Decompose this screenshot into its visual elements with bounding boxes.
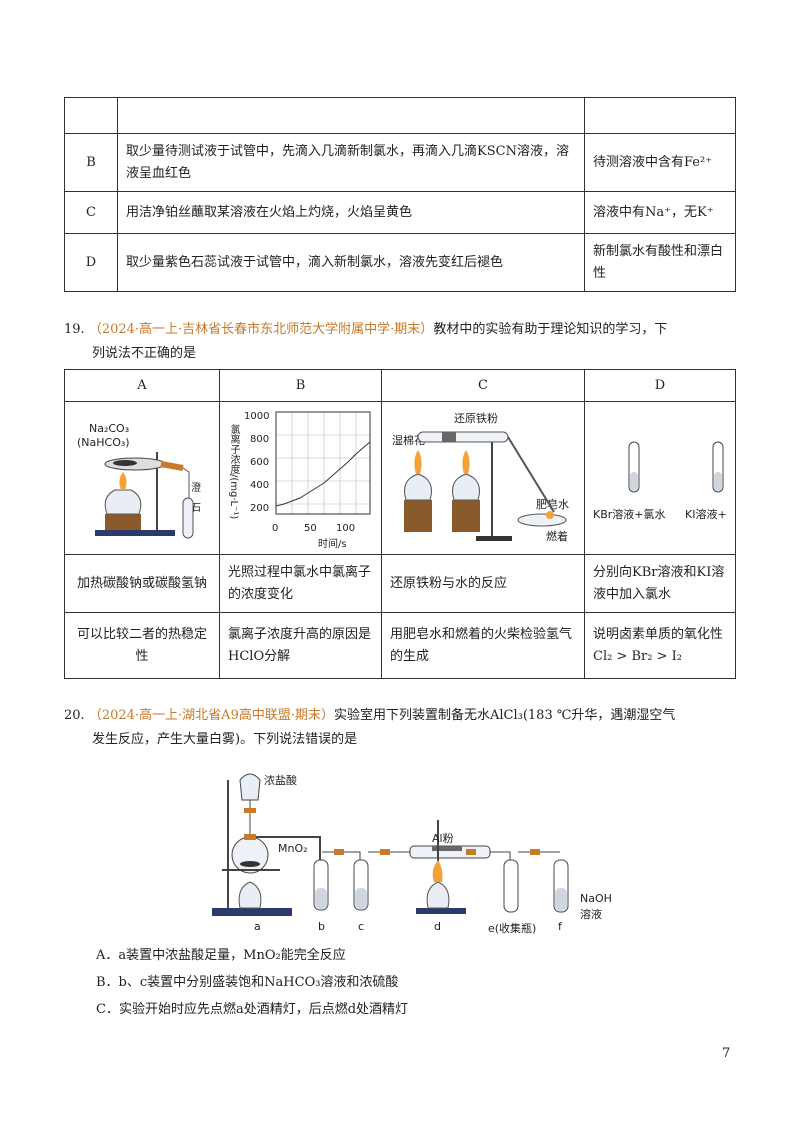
question-stem-cont: 发生反应，产生大量白雾)。下列说法错误的是 (92, 732, 358, 747)
concl-a: 可以比较二者的热稳定性 (64, 612, 220, 679)
figure-d-cell: KBr溶液+氯水 KI溶液+ (584, 401, 736, 555)
col-header-a: A (64, 369, 220, 402)
row-label: B (64, 133, 118, 192)
question-source: （2024·高一上·吉林省长春市东北师范大学附属中学·期末） (88, 322, 434, 337)
option-c: C．实验开始时应先点燃a处酒精灯，后点燃d处酒精灯 (96, 1002, 409, 1017)
question-19: 19. （2024·高一上·吉林省长春市东北师范大学附属中学·期末）教材中的实验… (64, 318, 744, 366)
col-header-d: D (584, 369, 736, 402)
fig-label-naoh: NaOH (580, 892, 612, 905)
row-conclusion (584, 97, 736, 134)
row-label: C (64, 191, 118, 234)
fig-b-ytick: 600 (250, 457, 270, 468)
fig-a-label1: Na₂CO₃ (89, 422, 130, 435)
row-operation: 取少量紫色石蕊试液于试管中，滴入新制氯水，溶液先变红后褪色 (117, 233, 585, 292)
row-operation: 用洁净铂丝蘸取某溶液在火焰上灼烧，火焰呈黄色 (117, 191, 585, 234)
table-header-row: A B C D (64, 369, 736, 402)
desc-a: 加热碳酸钠或碳酸氢钠 (64, 554, 220, 613)
concl-d: 说明卤素单质的氧化性Cl₂ > Br₂ > I₂ (584, 612, 736, 679)
concl-c: 用肥皂水和燃着的火柴检验氢气的生成 (381, 612, 585, 679)
option-b: B．b、c装置中分别盛装饱和NaHCO₃溶液和浓硫酸 (96, 975, 399, 990)
row-conclusion: 溶液中有Na⁺，无K⁺ (584, 191, 736, 234)
fig-d-label2: KI溶液+ (685, 508, 727, 521)
question-stem: 教材中的实验有助于理论知识的学习，下 (433, 322, 668, 337)
fig-label-e: e(收集瓶) (488, 922, 537, 935)
desc-c: 还原铁粉与水的反应 (381, 554, 585, 613)
desc-b: 光照过程中氯水中氯离子的浓度变化 (219, 554, 382, 613)
question-number: 20. (64, 708, 85, 723)
fig-b-xtick: 0 (272, 523, 279, 534)
row-label: D (64, 233, 118, 292)
option-a: A．a装置中浓盐酸足量，MnO₂能完全反应 (96, 948, 346, 963)
q19-table: A B C D Na₂CO₃ (NaHCO₃) 澄 石 (64, 369, 736, 679)
fig-a-label4: 石 (191, 503, 201, 514)
row-operation: 取少量待测试液于试管中，先滴入几滴新制氯水，再滴入几滴KSCN溶液，溶液呈血红色 (117, 133, 585, 192)
table-row: 可以比较二者的热稳定性 氯离子浓度升高的原因是HClO分解 用肥皂水和燃着的火柴… (64, 612, 736, 679)
experiment-table: B 取少量待测试液于试管中，先滴入几滴新制氯水，再滴入几滴KSCN溶液，溶液呈血… (64, 97, 736, 292)
fig-b-xtick: 50 (304, 523, 317, 534)
fig-a-label3: 澄 (191, 483, 201, 494)
figure-b-cell: 氯离子浓度/(mg·L⁻¹) 时间/s 1000 800 600 400 200… (219, 401, 382, 555)
fig-label-b: b (318, 920, 325, 933)
fig-label-f: f (558, 920, 562, 933)
fig-b-xlabel: 时间/s (318, 539, 347, 550)
fig-label-c: c (358, 920, 365, 933)
fig-b-ytick: 400 (250, 480, 270, 491)
row-conclusion: 新制氯水有酸性和漂白性 (584, 233, 736, 292)
col-header-b: B (219, 369, 382, 402)
table-row (64, 97, 736, 134)
fig-label-al: Al粉 (432, 832, 454, 845)
iron-water-apparatus-figure (404, 431, 567, 541)
fig-c-label2: 湿棉花 (392, 434, 425, 447)
page-number: 7 (722, 1046, 731, 1061)
fig-b-ytick: 800 (250, 434, 270, 445)
fig-b-ylabel: 氯离子浓度/(mg·L⁻¹) (228, 424, 239, 520)
question-number: 19. (64, 322, 85, 337)
fig-b-ytick: 200 (250, 503, 270, 514)
figure-a-cell: Na₂CO₃ (NaHCO₃) 澄 石 (64, 401, 220, 555)
fig-c-label3: 肥皂水 (536, 498, 569, 511)
col-header-c: C (381, 369, 585, 402)
table-row: 加热碳酸钠或碳酸氢钠 光照过程中氯水中氯离子的浓度变化 还原铁粉与水的反应 分别… (64, 554, 736, 613)
table-row: B 取少量待测试液于试管中，先滴入几滴新制氯水，再滴入几滴KSCN溶液，溶液呈血… (64, 133, 736, 192)
heating-apparatus-figure (95, 452, 194, 539)
fig-label-mno2: MnO₂ (278, 842, 308, 855)
table-row: D 取少量紫色石蕊试液于试管中，滴入新制氯水，溶液先变红后褪色 新制氯水有酸性和… (64, 233, 736, 292)
apparatus-drawing (212, 773, 569, 916)
fig-label-sol: 溶液 (580, 908, 602, 921)
fig-label-a: a (254, 920, 261, 933)
row-label (64, 97, 118, 134)
fig-b-xtick: 100 (336, 523, 356, 534)
table-figure-row: Na₂CO₃ (NaHCO₃) 澄 石 (64, 401, 736, 555)
fig-label-acid: 浓盐酸 (264, 774, 297, 787)
fig-c-label1: 还原铁粉 (454, 412, 498, 425)
figure-c-cell: 还原铁粉 湿棉花 肥皂水 燃着 (381, 401, 585, 555)
table-row: C 用洁净铂丝蘸取某溶液在火焰上灼烧，火焰呈黄色 溶液中有Na⁺，无K⁺ (64, 191, 736, 234)
question-source: （2024·高一上·湖北省A9高中联盟·期末） (88, 708, 334, 723)
fig-c-label4: 燃着 (546, 530, 568, 543)
test-tubes-figure (628, 441, 724, 493)
alcl3-apparatus-figure: 浓盐酸 MnO₂ Al粉 NaOH 溶液 a b c d e(收集瓶) f (210, 760, 620, 940)
desc-d: 分别向KBr溶液和KI溶液中加入氯水 (584, 554, 736, 613)
question-stem: 实验室用下列装置制备无水AlCl₃(183 ℃升华，遇潮湿空气 (333, 708, 676, 723)
concl-b: 氯离子浓度升高的原因是HClO分解 (219, 612, 382, 679)
fig-d-label1: KBr溶液+氯水 (593, 508, 666, 521)
fig-a-label2: (NaHCO₃) (77, 436, 130, 449)
row-conclusion: 待测溶液中含有Fe²⁺ (584, 133, 736, 192)
chloride-concentration-chart (275, 411, 371, 515)
row-operation (117, 97, 585, 134)
q20-options: A．a装置中浓盐酸足量，MnO₂能完全反应 B．b、c装置中分别盛装饱和NaHC… (96, 942, 408, 1023)
question-20: 20. （2024·高一上·湖北省A9高中联盟·期末）实验室用下列装置制备无水A… (64, 704, 744, 752)
fig-label-d: d (434, 920, 441, 933)
fig-b-ytick: 1000 (244, 411, 270, 422)
question-stem-cont: 列说法不正确的是 (92, 346, 197, 361)
